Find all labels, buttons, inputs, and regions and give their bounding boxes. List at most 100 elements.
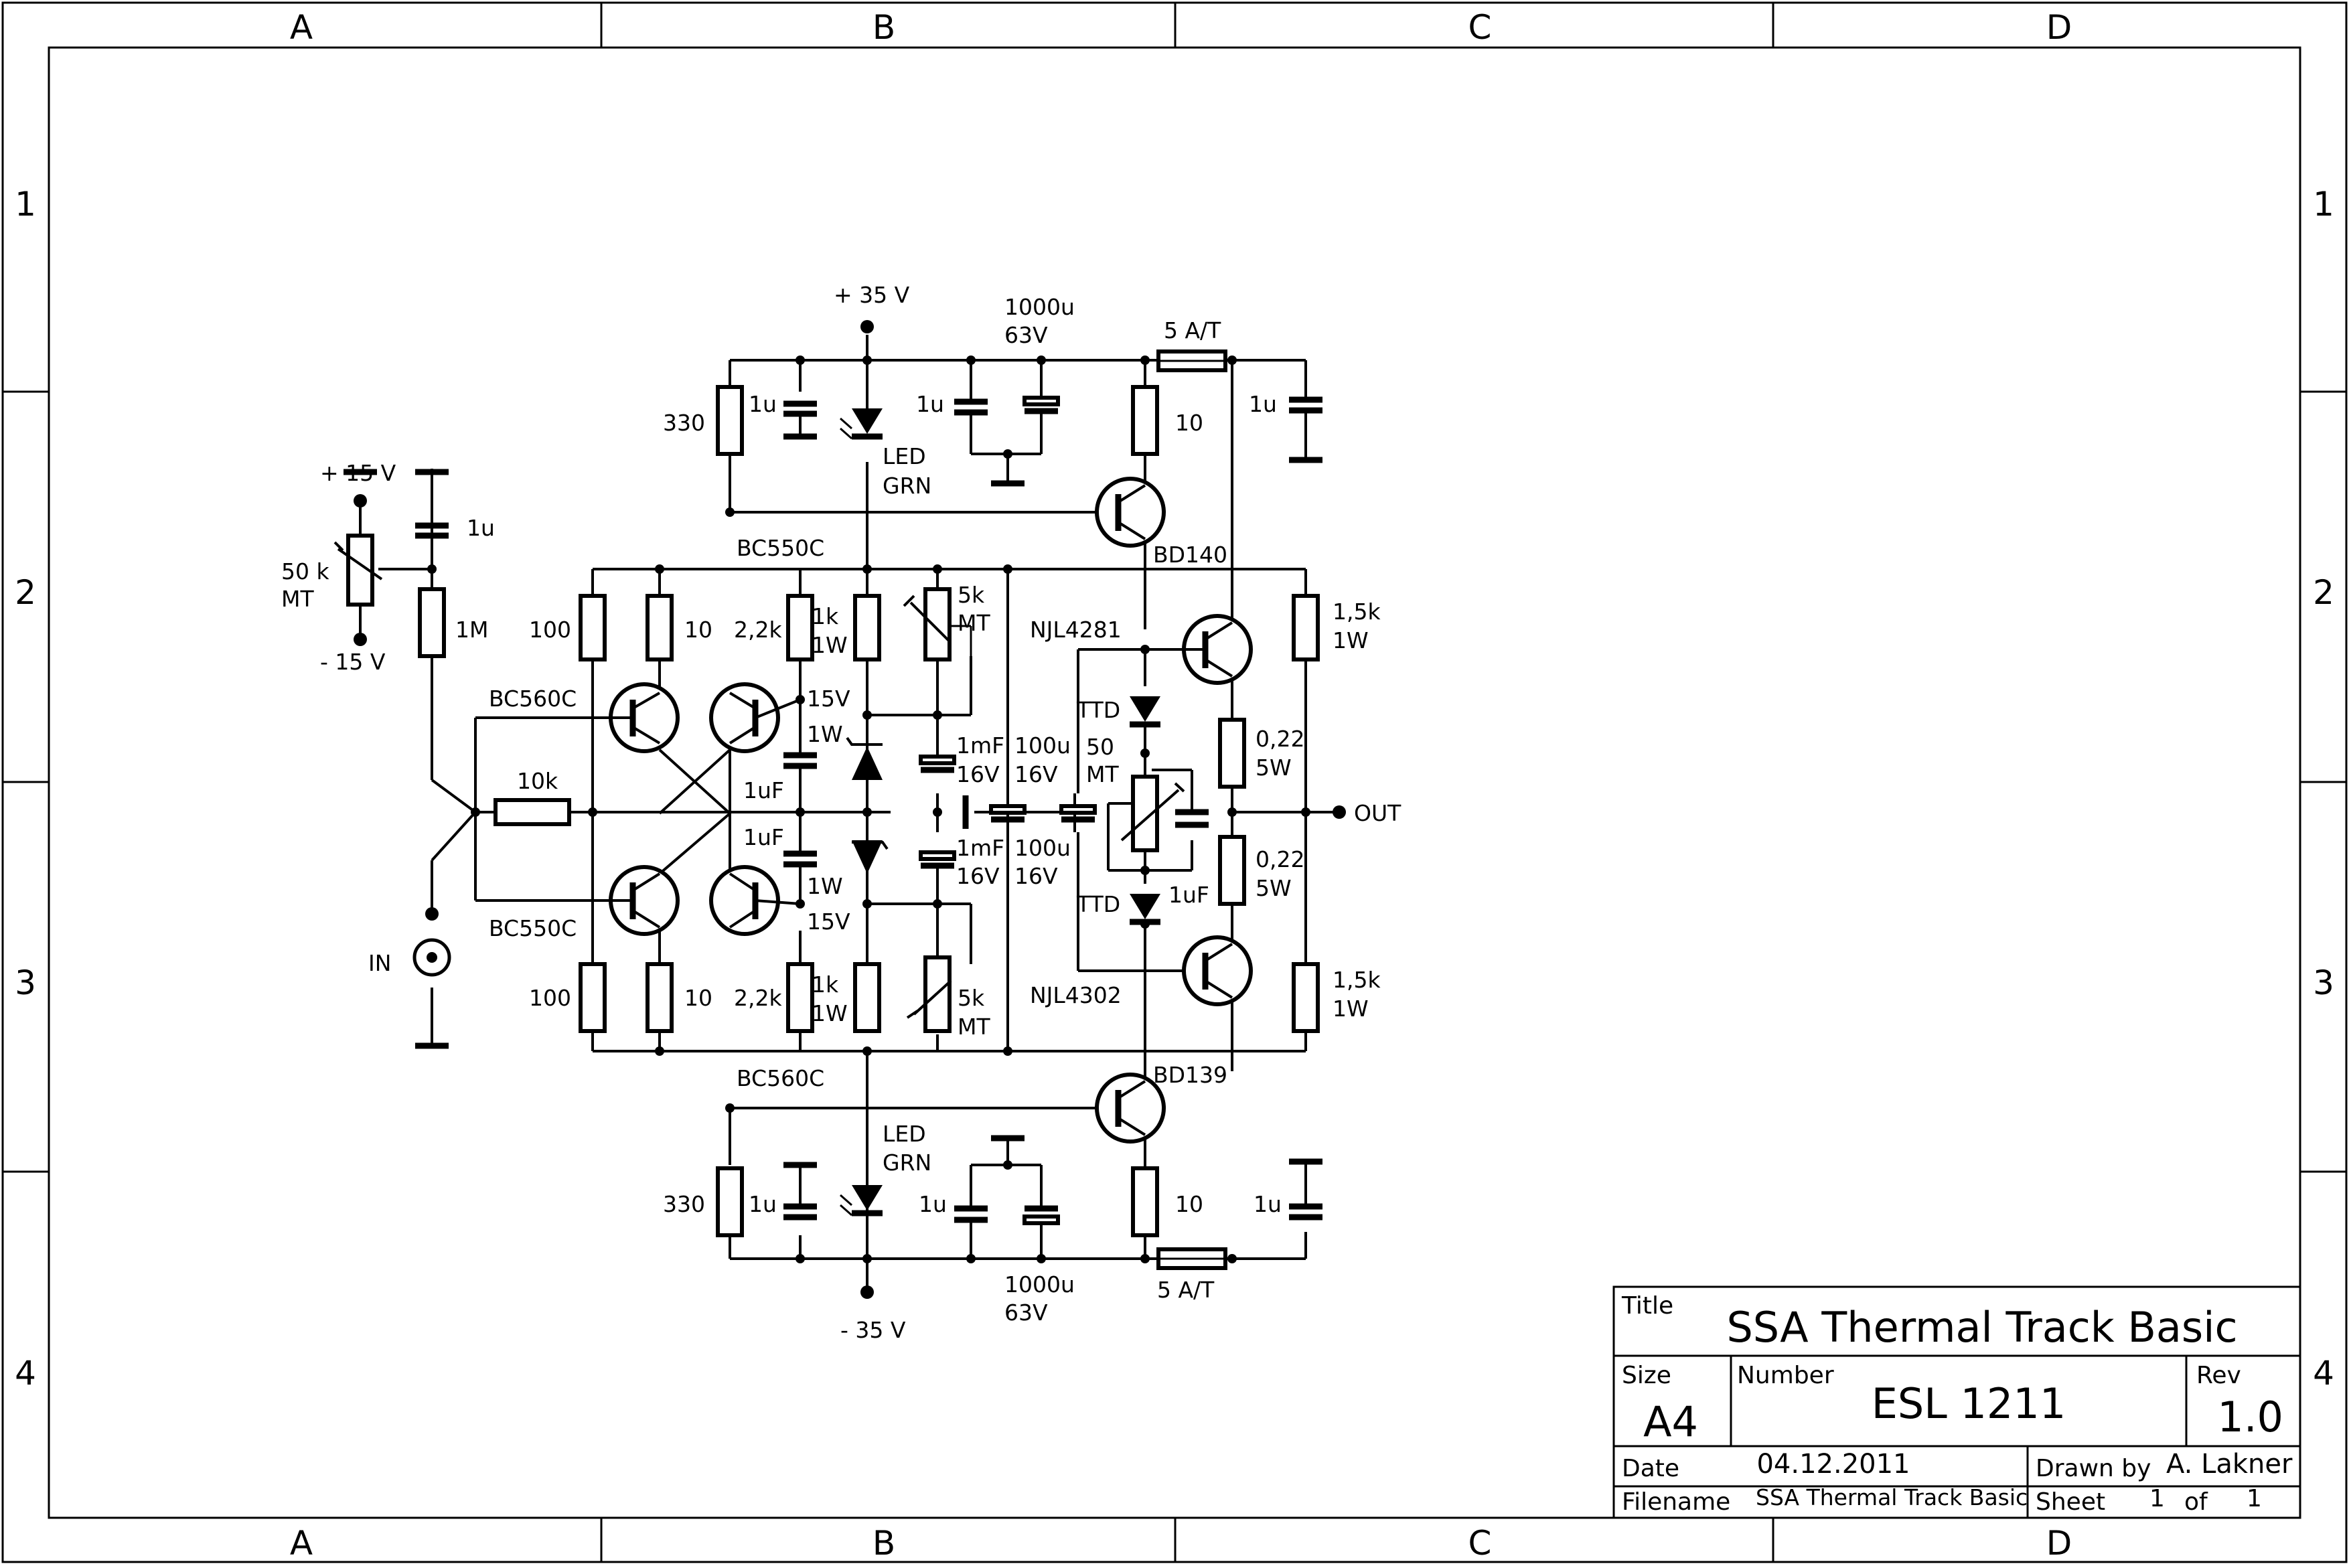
drawing-title: SSA Thermal Track Basic <box>1726 1303 2237 1352</box>
label-led-color-bottom: GRN <box>883 1150 931 1176</box>
label-res-10-top: 10 <box>1175 410 1203 436</box>
label-pot-value: 50 k <box>281 558 329 584</box>
resistor-100-lower <box>579 962 607 1033</box>
label-led-color-top: GRN <box>883 473 931 499</box>
transistor-bd139 <box>1095 1073 1166 1144</box>
label-cap-16v-upper2: 16V <box>1014 761 1058 787</box>
size-label: Size <box>1622 1362 1671 1389</box>
label-cap-16v-lower2: 16V <box>1014 863 1058 889</box>
sheet-label: Sheet <box>2036 1488 2105 1516</box>
transistor-bc560c-upper-left <box>609 682 680 753</box>
sheet-number: 1 <box>2149 1485 2165 1512</box>
filename-label: Filename <box>1622 1488 1730 1516</box>
drawing-number: ESL 1211 <box>1872 1379 2066 1428</box>
component-labels: + 35 V - 35 V + 15 V - 15 V 50 k MT 1u 1… <box>281 282 1401 1343</box>
sheet-size: A4 <box>1643 1397 1698 1446</box>
label-res-022-upper: 0,22 <box>1256 726 1304 752</box>
column-label-c: C <box>1468 8 1492 47</box>
label-res-1w5-lower: 1W <box>1333 996 1369 1022</box>
label-pot-50: 50 <box>1086 734 1114 760</box>
row-label-1: 1 <box>15 185 36 224</box>
row-label-4-right: 4 <box>2313 1354 2334 1393</box>
label-res-100-upper: 100 <box>529 617 571 643</box>
label-bc560c-upper: BC560C <box>489 686 577 712</box>
resistor-10k <box>494 798 571 826</box>
diode-ttd-lower <box>1130 894 1160 919</box>
label-pot-mt-upper: MT <box>958 610 990 636</box>
label-cap-1uf-bias: 1uF <box>1168 882 1209 908</box>
label-res-5w-lower: 5W <box>1256 875 1292 901</box>
label-res-1w-lower: 1W <box>812 1000 848 1026</box>
column-label-d: D <box>2046 8 2072 47</box>
label-njl4281: NJL4281 <box>1030 617 1122 643</box>
label-cap-1u-bottom: 1u <box>749 1191 777 1217</box>
diodes <box>840 408 1160 1217</box>
label-bc550c-top: BC550C <box>737 535 824 561</box>
label-cap-100u-upper: 100u <box>1014 732 1071 759</box>
label-res-022-lower: 0,22 <box>1256 846 1304 872</box>
potentiometer-5k-upper <box>923 587 952 661</box>
label-pot-5k-upper: 5k <box>958 582 985 608</box>
transistor-njl4281 <box>1145 614 1253 685</box>
label-supply-pos: + 35 V <box>834 282 910 308</box>
label-res-1k5-lower: 1,5k <box>1333 967 1381 993</box>
label-zener-1w-lower: 1W <box>807 873 843 899</box>
led-bottom <box>852 1185 883 1210</box>
drawn-by-value: A. Lakner <box>2166 1449 2293 1480</box>
row-label-2-right: 2 <box>2313 573 2334 612</box>
of-label: of <box>2184 1488 2208 1516</box>
resistor-10-bottom <box>1131 1166 1159 1237</box>
label-res-2k2-upper: 2,2k <box>734 617 782 643</box>
label-res-1m: 1M <box>455 617 488 643</box>
label-bd139: BD139 <box>1153 1062 1227 1088</box>
resistor-1k5-lower <box>1292 962 1320 1033</box>
date-value: 04.12.2011 <box>1756 1449 1910 1480</box>
input-jack <box>412 938 451 977</box>
label-cap-100u-lower: 100u <box>1014 835 1071 861</box>
column-label-c-bottom: C <box>1468 1524 1492 1563</box>
column-label-a: A <box>290 8 313 47</box>
number-label: Number <box>1737 1362 1834 1389</box>
transistor-bc550c-upper-right <box>709 682 801 753</box>
resistor-2k2-lower <box>786 962 814 1033</box>
label-cap-1u-top3: 1u <box>1249 391 1277 417</box>
label-bias-pos: + 15 V <box>320 460 396 486</box>
label-bias-neg: - 15 V <box>320 649 386 675</box>
label-fuse-top: 5 A/T <box>1164 317 1221 343</box>
resistor-10-lower <box>646 962 674 1033</box>
label-cap-1000u-top: 1000u <box>1004 294 1075 320</box>
label-res-10-bottom: 10 <box>1175 1191 1203 1217</box>
label-input: IN <box>368 950 391 976</box>
rev-label: Rev <box>2196 1362 2241 1389</box>
label-cap-1uf-lower: 1uF <box>743 824 784 850</box>
label-cap-63v-bottom: 63V <box>1004 1300 1048 1326</box>
transistor-bc550c-lower-left <box>609 865 680 936</box>
zener-lower <box>852 840 883 874</box>
resistor-10-top <box>1131 385 1159 456</box>
label-res-10-upper: 10 <box>684 617 712 643</box>
row-label-4: 4 <box>15 1354 36 1393</box>
revision: 1.0 <box>2217 1393 2283 1441</box>
label-pot-mt-bias: MT <box>1086 761 1119 787</box>
label-led-top: LED <box>883 443 926 469</box>
label-zener-15v-upper: 15V <box>807 686 850 712</box>
label-pot-5k-lower: 5k <box>958 985 985 1011</box>
sheet-total: 1 <box>2247 1485 2262 1512</box>
resistor-10-upper <box>646 594 674 661</box>
label-supply-neg: - 35 V <box>840 1317 906 1343</box>
resistor-1k5-upper <box>1292 594 1320 661</box>
label-zener-15v-lower: 15V <box>807 909 850 935</box>
resistor-1k-upper <box>853 594 881 661</box>
column-label-b: B <box>873 8 895 47</box>
column-label-d-bottom: D <box>2046 1524 2072 1563</box>
label-res-10k: 10k <box>517 768 558 794</box>
label-cap-1000u-bottom: 1000u <box>1004 1271 1075 1298</box>
label-pot-mt-lower: MT <box>958 1014 990 1040</box>
label-res-2k2-lower: 2,2k <box>734 985 782 1011</box>
transistors <box>609 477 1253 1144</box>
label-res-1w-upper: 1W <box>812 632 848 658</box>
label-bd140: BD140 <box>1153 542 1227 568</box>
junction-dots <box>354 320 1346 1299</box>
resistor-330-bottom <box>716 1166 744 1237</box>
